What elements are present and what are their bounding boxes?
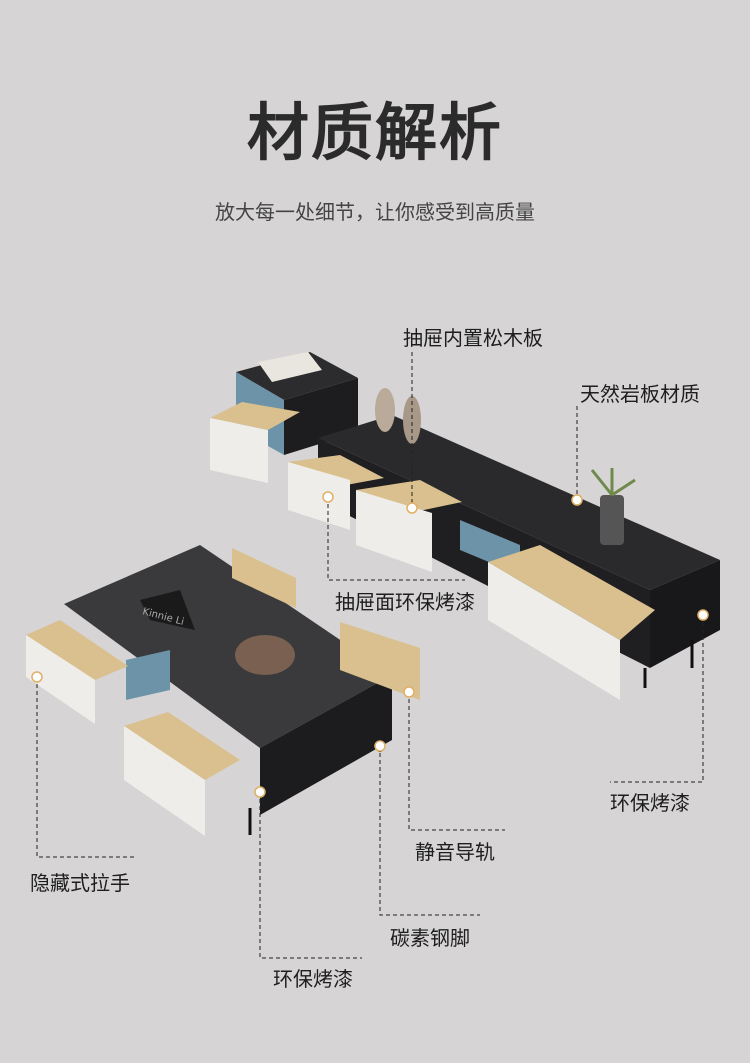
callout-lines — [36, 352, 704, 959]
callout-silent-rail: 静音导轨 — [415, 840, 495, 864]
callout-eco-paint-right: 环保烤漆 — [610, 791, 690, 815]
page-subtitle: 放大每一处细节，让你感受到高质量 — [215, 200, 535, 224]
page-title: 材质解析 — [246, 96, 503, 169]
callout-stone-slab: 天然岩板材质 — [580, 382, 700, 406]
callout-eco-paint-bottom: 环保烤漆 — [273, 967, 353, 991]
coffee-table: Kinnie Li — [26, 545, 420, 836]
callout-dots — [31, 491, 709, 798]
callout-steel-legs: 碳素钢脚 — [390, 926, 470, 950]
callout-pine-board: 抽屉内置松木板 — [403, 326, 543, 350]
tv-stand — [288, 388, 720, 700]
callout-drawer-paint: 抽屉面环保烤漆 — [335, 590, 475, 614]
callout-hidden-handle: 隐藏式拉手 — [30, 871, 130, 895]
